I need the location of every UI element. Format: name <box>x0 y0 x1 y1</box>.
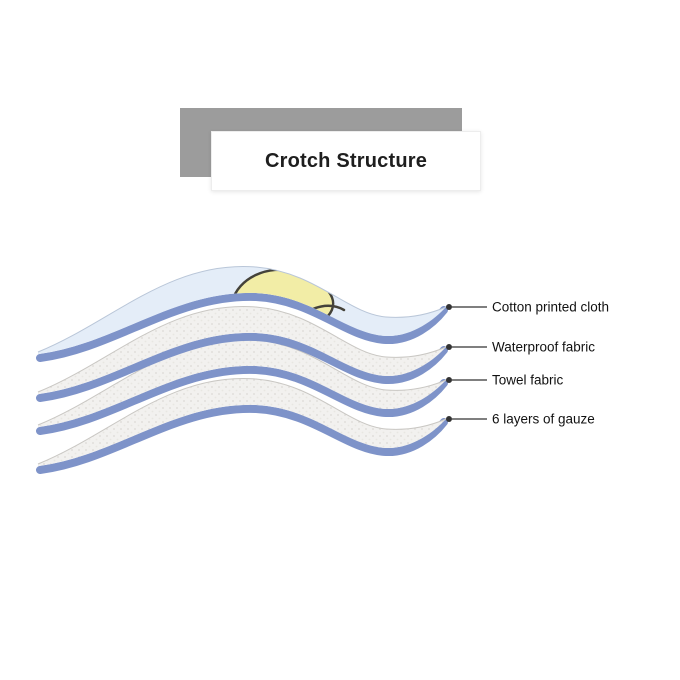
layer-surface <box>38 339 446 427</box>
leader-dot <box>446 344 452 350</box>
layer-six-layers-of-gauze <box>36 377 448 474</box>
layer-label: Towel fabric <box>492 373 564 388</box>
layer-towel-fabric <box>36 338 448 435</box>
layer-surface <box>38 306 446 394</box>
leader-towel-fabric: Towel fabric <box>446 373 564 388</box>
layer-fold-line <box>37 377 447 465</box>
title-card: Crotch Structure <box>211 131 481 191</box>
layer-fold-line <box>37 338 447 426</box>
layer-fold-line <box>37 305 447 393</box>
layer-waterproof-fabric <box>36 305 448 402</box>
layer-label: 6 layers of gauze <box>492 412 595 427</box>
layer-blue-edge <box>36 365 448 435</box>
layer-blue-edge <box>36 332 448 402</box>
leader-waterproof-fabric: Waterproof fabric <box>446 340 595 355</box>
leader-dot <box>446 304 452 310</box>
layer-blue-edge <box>36 404 448 474</box>
layer-fold-line <box>37 265 447 353</box>
leader-dot <box>446 416 452 422</box>
layer-surface <box>38 378 446 466</box>
layer-blue-edge <box>36 292 448 362</box>
page-title: Crotch Structure <box>264 149 428 172</box>
layer-label: Waterproof fabric <box>492 340 595 355</box>
leader-cotton-printed-cloth: Cotton printed cloth <box>446 300 609 315</box>
leader-six-layers-of-gauze: 6 layers of gauze <box>446 412 595 427</box>
layer-label: Cotton printed cloth <box>492 300 609 315</box>
leader-dot <box>446 377 452 383</box>
